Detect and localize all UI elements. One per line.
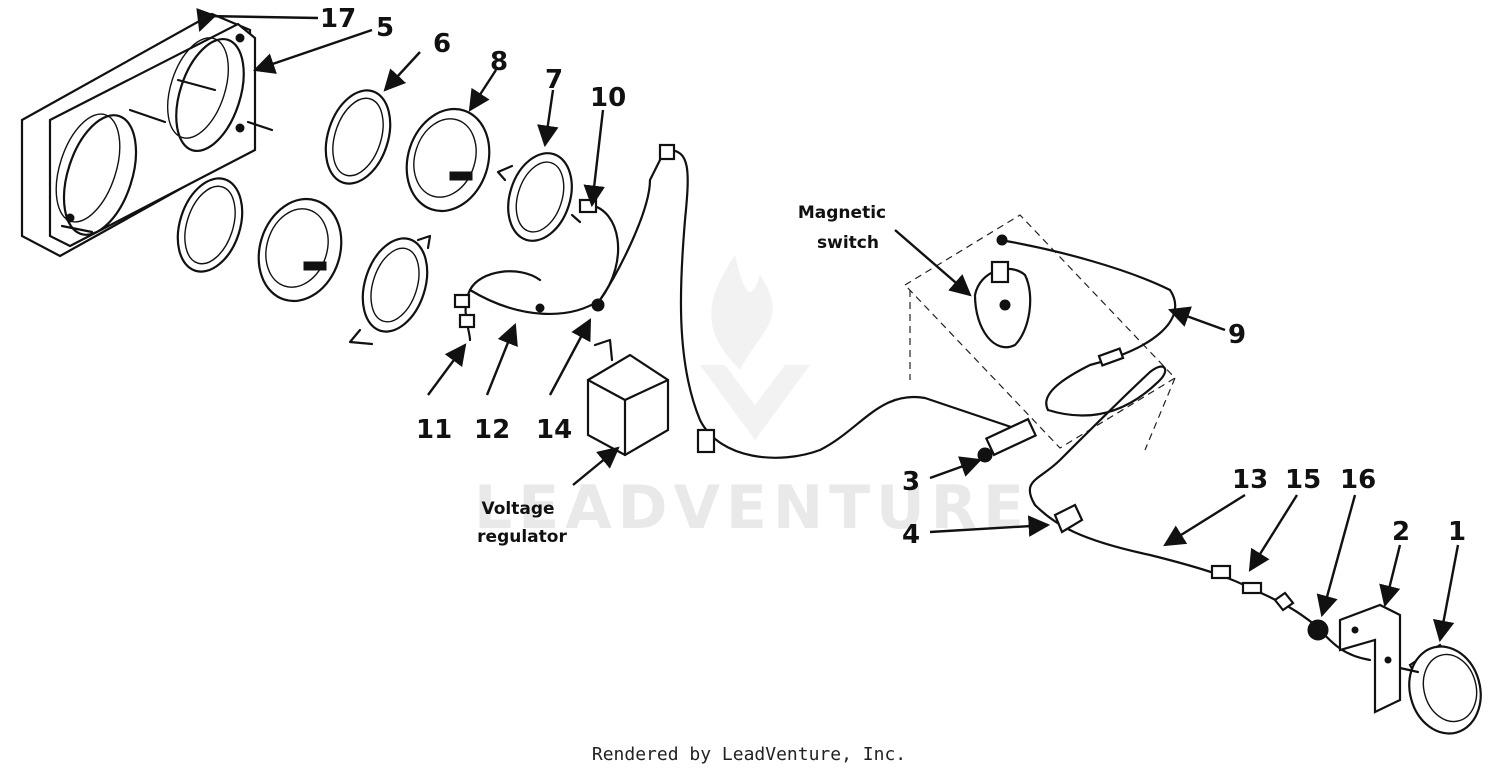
bezel-ring-6 — [324, 89, 392, 185]
callout-15: 15 — [1285, 465, 1321, 495]
retaining-ring-7 — [496, 152, 582, 242]
retaining-ring-lower — [348, 234, 432, 346]
callout-10: 10 — [590, 83, 626, 113]
main-wire — [658, 143, 1022, 459]
bezel-ring-lower — [176, 177, 244, 273]
callout-6: 6 — [433, 29, 451, 59]
label-magnetic-switch-line2: switch — [817, 233, 879, 253]
callout-2: 2 — [1392, 517, 1410, 547]
voltage-regulator — [586, 338, 670, 457]
magnetic-switch — [904, 214, 1176, 451]
headlight-panel — [20, 12, 274, 258]
callout-4: 4 — [902, 520, 920, 550]
part-labels: Magnetic switch Voltage regulator — [477, 203, 886, 547]
bracket-2 — [1338, 603, 1402, 714]
watermark: LEADVENTURE — [474, 255, 1024, 543]
callout-numbers: 17 5 6 8 7 10 11 12 14 9 3 4 13 15 16 2 … — [320, 4, 1466, 550]
grommet-16 — [1307, 619, 1329, 641]
sealed-beam-lamp-lower — [257, 197, 343, 303]
footer-credit: Rendered by LeadVenture, Inc. — [592, 744, 906, 765]
callout-9: 9 — [1228, 320, 1246, 350]
label-voltage-regulator-line2: regulator — [477, 527, 567, 547]
sealed-beam-lamp-8 — [405, 107, 491, 213]
label-voltage-regulator-line1: Voltage — [481, 499, 554, 519]
callout-13: 13 — [1232, 465, 1268, 495]
callout-17: 17 — [320, 4, 356, 34]
watermark-logo-icon — [700, 255, 810, 440]
work-lamp-1 — [1398, 643, 1482, 735]
callout-16: 16 — [1340, 465, 1376, 495]
callout-14: 14 — [536, 415, 572, 445]
callout-1: 1 — [1448, 517, 1466, 547]
callout-5: 5 — [376, 13, 394, 43]
callout-8: 8 — [490, 47, 508, 77]
callout-7: 7 — [545, 65, 563, 95]
callout-12: 12 — [474, 415, 510, 445]
label-magnetic-switch-line1: Magnetic — [798, 203, 886, 223]
callout-3: 3 — [902, 467, 920, 497]
callout-11: 11 — [416, 415, 452, 445]
leader-lines — [196, 8, 1460, 643]
